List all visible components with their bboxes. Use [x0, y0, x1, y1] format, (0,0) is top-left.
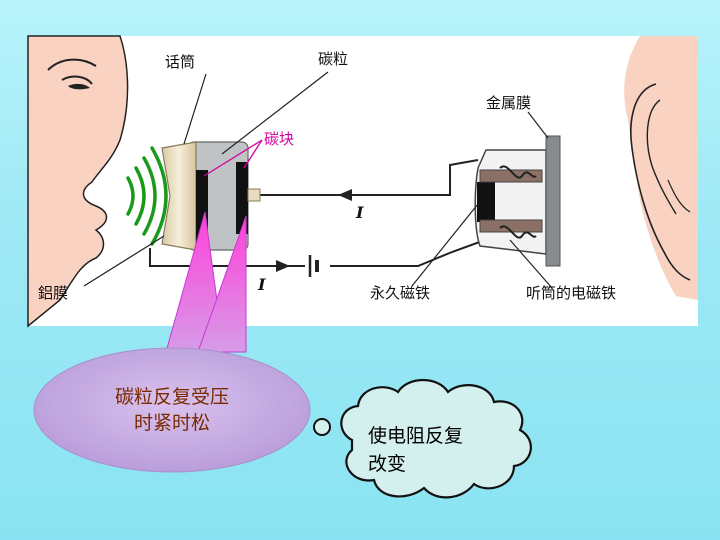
sound-wave-2 [134, 166, 146, 226]
sound-wave-3 [142, 156, 157, 236]
earpiece [474, 135, 561, 267]
thought-cloud [313, 379, 532, 499]
carbon-block-right [236, 162, 248, 234]
sound-wave-4 [150, 146, 168, 246]
label-metal-membrane: 金属膜 [486, 94, 531, 112]
speaker-face [27, 35, 129, 328]
label-mouthpiece: 话筒 [165, 53, 195, 71]
electromagnet-coil [499, 165, 537, 239]
picture-panel [28, 36, 698, 326]
label-current-bottom: I [257, 275, 266, 294]
callout-ellipse [33, 347, 311, 473]
current-arrow-top [338, 189, 352, 201]
sound-waves [126, 146, 168, 246]
listener-ear [624, 36, 698, 300]
carbon-block-pointers [203, 139, 263, 177]
thought-cloud-line-1: 使电阻反复 [368, 425, 464, 447]
thought-cloud-line-2: 改变 [368, 453, 407, 475]
thought-cloud-text: 使电阻反复 改变 [368, 422, 518, 478]
metal-membrane [545, 135, 561, 267]
label-aluminum-membrane: 鋁膜 [38, 284, 68, 302]
callout-line-1: 碳粒反复受压 [114, 386, 229, 408]
label-permanent-magnet: 永久磁铁 [370, 284, 430, 302]
thought-bubble-small [313, 418, 331, 436]
label-current-top: I [355, 203, 364, 222]
label-carbon-granules: 碳粒 [318, 50, 348, 68]
callout-beams [165, 211, 247, 353]
permanent-magnet-block [477, 182, 495, 222]
callout-line-2: 时紧时松 [133, 412, 210, 434]
sound-wave-1 [126, 176, 135, 216]
current-arrow-bottom [276, 260, 290, 272]
label-earpiece-electromagnet: 听筒的电磁铁 [526, 284, 616, 302]
microphone-terminal [247, 188, 261, 202]
callout-text: 碳粒反复受压 时紧时松 [62, 384, 282, 436]
pointer-lines [83, 71, 553, 289]
label-carbon-block: 碳块 [264, 130, 294, 148]
battery-icon [308, 255, 319, 277]
